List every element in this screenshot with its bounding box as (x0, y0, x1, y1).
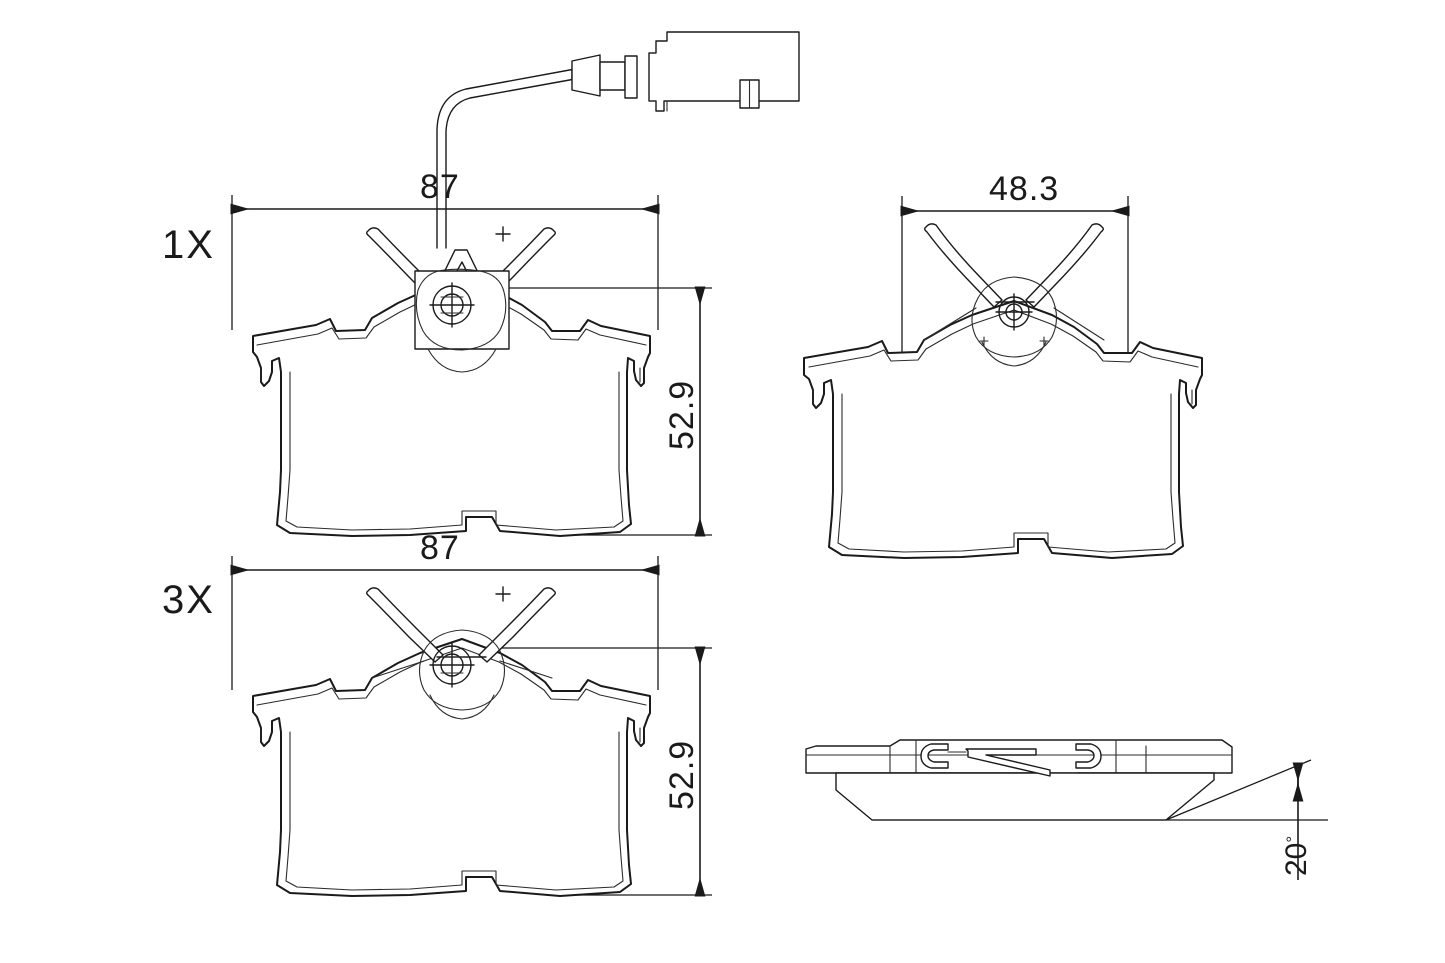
dimension-width-87-top: 87 (230, 168, 660, 330)
dim-label-87-bottom: 87 (420, 529, 460, 567)
view-bottom-left: 3X 52.9 (162, 556, 712, 897)
plus-marker-3x (495, 586, 511, 602)
quantity-label-3x: 3X (162, 578, 215, 622)
view-top-left: 1X 87 52.9 (162, 168, 712, 567)
dim-label-529-top: 52.9 (663, 380, 701, 450)
dim-label-529-bottom: 52.9 (663, 740, 701, 810)
view-bottom-right: 20° (805, 739, 1328, 880)
brake-pad-body-3x (252, 638, 651, 897)
sensor-center-crosshair (429, 282, 475, 328)
dimension-height-529-bottom: 52.9 (492, 646, 712, 897)
spring-clip-rear (924, 223, 1104, 308)
view-top-right: 48.3 (803, 170, 1203, 559)
dim-label-483: 48.3 (989, 170, 1059, 208)
dimension-angle-20: 20° (1165, 759, 1328, 880)
dimension-width-87-bottom (230, 556, 660, 690)
dim-label-87-top: 87 (420, 168, 460, 206)
sensor-collar (624, 55, 638, 99)
spring-clip-edge (920, 743, 1102, 777)
pad-hub-3x (371, 629, 553, 720)
wear-sensor-assembly (436, 31, 800, 249)
dim-label-20-degrees: 20° (1280, 836, 1313, 876)
pad-hub-rear (923, 276, 1105, 367)
dimension-height-529-top: 52.9 (492, 286, 712, 537)
connector-pin-slot (739, 79, 760, 109)
plus-marker-1x (495, 226, 511, 242)
brake-pad-edge-profile (805, 739, 1233, 821)
hub-center-crosshair-rear (995, 293, 1033, 331)
sensor-connector-body (648, 31, 800, 112)
sensor-grommet (571, 54, 626, 97)
locating-marks-rear (979, 336, 1049, 346)
hub-center-crosshair-3x (429, 642, 475, 688)
quantity-label-1x: 1X (162, 223, 215, 267)
